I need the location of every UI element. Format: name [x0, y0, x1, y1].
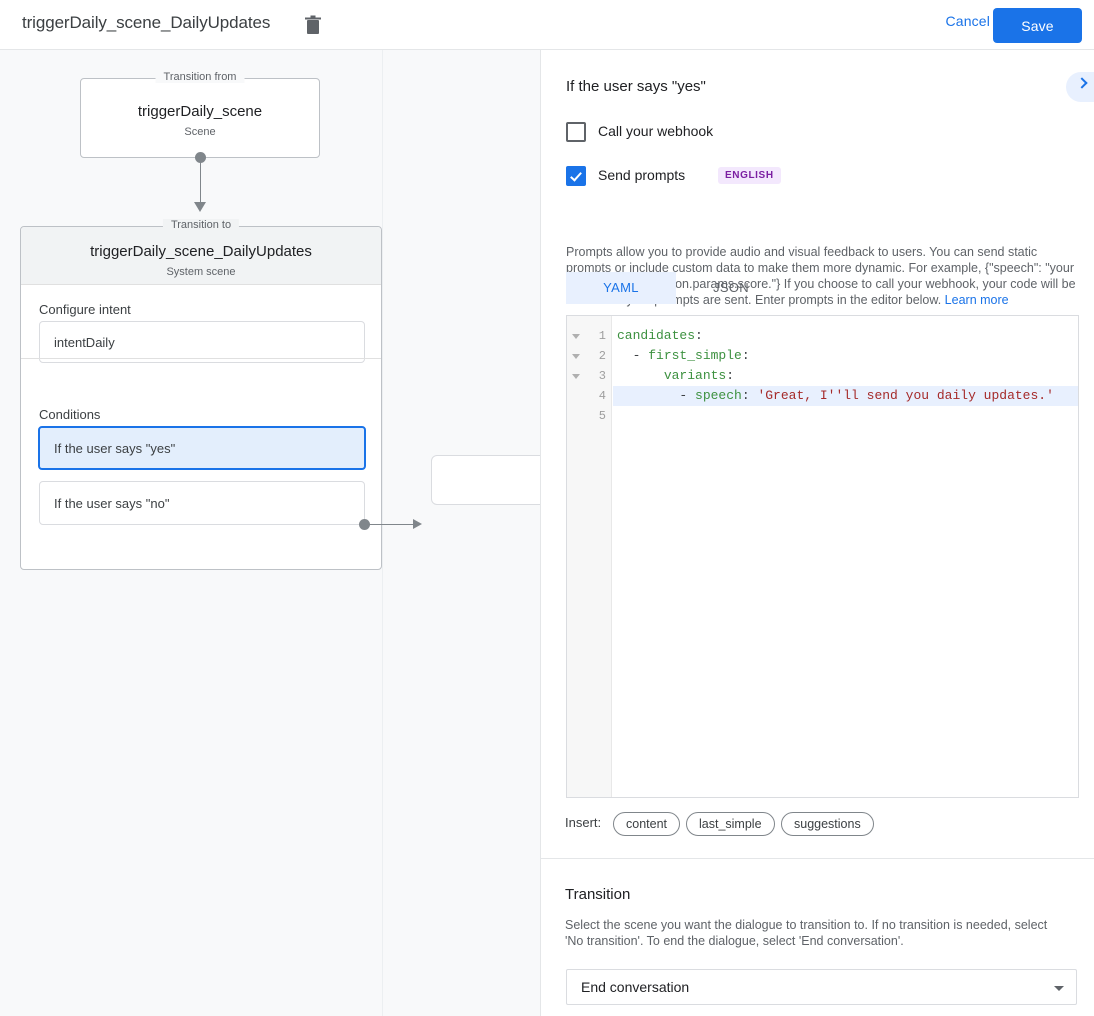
expand-panel-button[interactable] — [1066, 72, 1094, 102]
caret-down-icon — [1054, 986, 1064, 991]
code-fold-toggle-icon[interactable] — [572, 334, 580, 339]
connector-arrow-icon — [194, 202, 206, 212]
line-number: 5 — [598, 409, 606, 423]
insert-chip-content[interactable]: content — [613, 812, 681, 836]
connector-dot — [195, 152, 206, 163]
editor-code-area[interactable]: candidates: - first_simple: variants: - … — [613, 316, 1078, 797]
condition-edge-arrow-icon — [413, 519, 422, 529]
prompt-code-editor[interactable]: 1 2 3 4 5 candidates: - first_simple: varian… — [566, 315, 1079, 798]
section-divider-transition — [541, 858, 1094, 859]
transition-from-subtitle: Scene — [184, 126, 216, 138]
line-number: 1 — [598, 329, 606, 343]
transition-to-header — [21, 227, 381, 285]
call-webhook-label: Call your webhook — [598, 123, 714, 139]
line-number: 4 — [598, 389, 606, 403]
code-line[interactable] — [613, 406, 1078, 426]
editor-format-tabs[interactable]: YAML JSON — [566, 272, 786, 304]
transition-to-title: triggerDaily_scene_DailyUpdates — [90, 243, 312, 260]
trash-icon[interactable] — [303, 14, 323, 36]
code-fold-toggle-icon[interactable] — [572, 354, 580, 359]
transition-to-legend: Transition to — [162, 219, 240, 231]
transition-from-node[interactable]: Transition from triggerDaily_scene Scene — [80, 71, 320, 158]
transition-section-description: Select the scene you want the dialogue t… — [565, 918, 1048, 948]
condition-details-panel: If the user says "yes" Call your webhook… — [541, 50, 1094, 1016]
insert-label: Insert: — [565, 815, 602, 830]
condition-output-port[interactable] — [359, 519, 370, 530]
connector-line — [200, 158, 201, 206]
code-line[interactable]: candidates: — [617, 328, 703, 343]
condition-edge-line — [368, 524, 414, 525]
panel-heading: If the user says "yes" — [566, 78, 706, 95]
line-number: 3 — [598, 369, 606, 383]
language-badge: ENGLISH — [718, 167, 781, 184]
condition-item-no[interactable]: If the user says "no" — [39, 481, 365, 525]
transition-to-subtitle: System scene — [166, 266, 236, 278]
chevron-right-icon — [1076, 77, 1088, 89]
tab-yaml[interactable]: YAML — [566, 272, 676, 304]
code-line[interactable]: variants: — [663, 368, 735, 383]
code-line[interactable]: - speech: 'Great, I''ll send you daily u… — [613, 386, 1078, 406]
transition-to-node[interactable]: Transition to triggerDaily_scene_DailyUp… — [20, 219, 382, 570]
editor-gutter: 1 2 3 4 5 — [567, 316, 612, 797]
top-app-bar: triggerDaily_scene_DailyUpdates Cancel S… — [0, 0, 1094, 50]
tab-json[interactable]: JSON — [713, 280, 749, 295]
conditions-label: Conditions — [39, 407, 101, 422]
transition-section-title: Transition — [565, 886, 631, 903]
next-target-node[interactable] — [431, 455, 540, 505]
send-prompts-label: Send prompts — [598, 167, 686, 183]
code-line[interactable]: - first_simple: — [617, 348, 750, 363]
learn-more-link[interactable]: Learn more — [944, 293, 1009, 307]
configure-intent-label: Configure intent — [39, 302, 131, 317]
canvas-guide-line — [382, 50, 383, 1016]
page-title: triggerDaily_scene_DailyUpdates — [22, 13, 271, 32]
section-divider — [21, 358, 381, 359]
transition-from-legend: Transition from — [155, 71, 245, 83]
code-fold-toggle-icon[interactable] — [572, 374, 580, 379]
transition-select-value: End conversation — [581, 979, 690, 995]
insert-chip-last-simple[interactable]: last_simple — [686, 812, 775, 836]
scene-graph-canvas[interactable]: Transition from triggerDaily_scene Scene… — [0, 50, 541, 1016]
call-webhook-checkbox[interactable] — [566, 122, 586, 142]
insert-chip-suggestions[interactable]: suggestions — [781, 812, 874, 836]
transition-from-title: triggerDaily_scene — [137, 103, 263, 120]
save-button[interactable]: Save — [993, 8, 1082, 43]
condition-item-yes[interactable]: If the user says "yes" — [38, 426, 366, 470]
checkmark-icon — [570, 169, 582, 182]
cancel-button[interactable]: Cancel — [945, 13, 990, 29]
send-prompts-checkbox[interactable] — [566, 166, 586, 186]
transition-select[interactable]: End conversation — [566, 969, 1077, 1005]
line-number: 2 — [598, 349, 606, 363]
intent-field[interactable]: intentDaily — [39, 321, 365, 363]
